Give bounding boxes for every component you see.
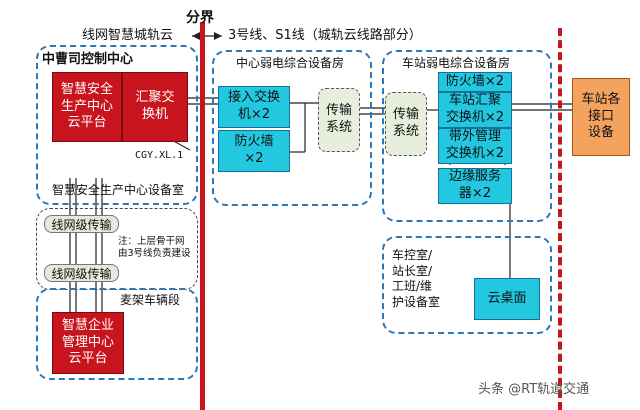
- center-access-switch: 接入交换 机×2: [218, 86, 290, 128]
- out-of-band-management-switch: 带外管理 交换机×2: [438, 128, 512, 164]
- depot-title: 麦架车辆段: [120, 293, 181, 307]
- cloud-desktop: 云桌面: [474, 278, 540, 320]
- control-center-room-label: 智慧安全生产中心设备室: [52, 183, 185, 197]
- control-center-aggregation-switch: 汇聚交 换机: [122, 72, 188, 142]
- station-aggregation-switch: 车站汇聚 交换机×2: [438, 92, 512, 128]
- station-edge-line: [558, 28, 562, 410]
- center-room-title: 中心弱电综合设备房: [236, 56, 345, 70]
- edge-server: 边缘服务 器×2: [438, 168, 512, 204]
- station-transmission-system: 传输 系统: [385, 92, 427, 156]
- left-title: 线网智慧城轨云: [82, 28, 174, 43]
- right-title: 3号线、S1线（城轨云线路部分）: [228, 28, 422, 43]
- station-room-title: 车站弱电综合设备房: [402, 56, 511, 70]
- safety-production-cloud-platform: 智慧安全 生产中心 云平台: [52, 72, 122, 142]
- station-rooms-label: 车控室/ 站长室/ 工班/维 护设备室: [392, 248, 441, 309]
- control-center-title: 中曹司控制中心: [42, 52, 134, 67]
- station-rooms-group: [382, 236, 552, 334]
- center-room-group: [212, 50, 372, 206]
- station-room-group: [382, 50, 552, 222]
- center-transmission-system: 传输 系统: [318, 88, 360, 152]
- control-center-group: [36, 45, 198, 205]
- station-firewall: 防火墙×2: [438, 72, 512, 92]
- equipment-code: CGY.XL.1: [135, 150, 184, 161]
- enterprise-management-cloud-platform: 智慧企业 管理中心 云平台: [52, 312, 124, 374]
- center-firewall: 防火墙 ×2: [218, 130, 290, 172]
- depot-group: [36, 288, 198, 380]
- boundary-label: 分界: [186, 10, 214, 26]
- backbone-note: 注：上层骨干网 由3号线负责建设: [118, 236, 191, 259]
- station-interface-devices: 车站各 接口 设备: [572, 78, 630, 156]
- line-transmission-upper: 线网级传输: [44, 215, 119, 233]
- line-transmission-lower: 线网级传输: [44, 264, 119, 282]
- boundary-line: [200, 22, 205, 410]
- watermark: 头条 @RT轨道交通: [478, 382, 590, 397]
